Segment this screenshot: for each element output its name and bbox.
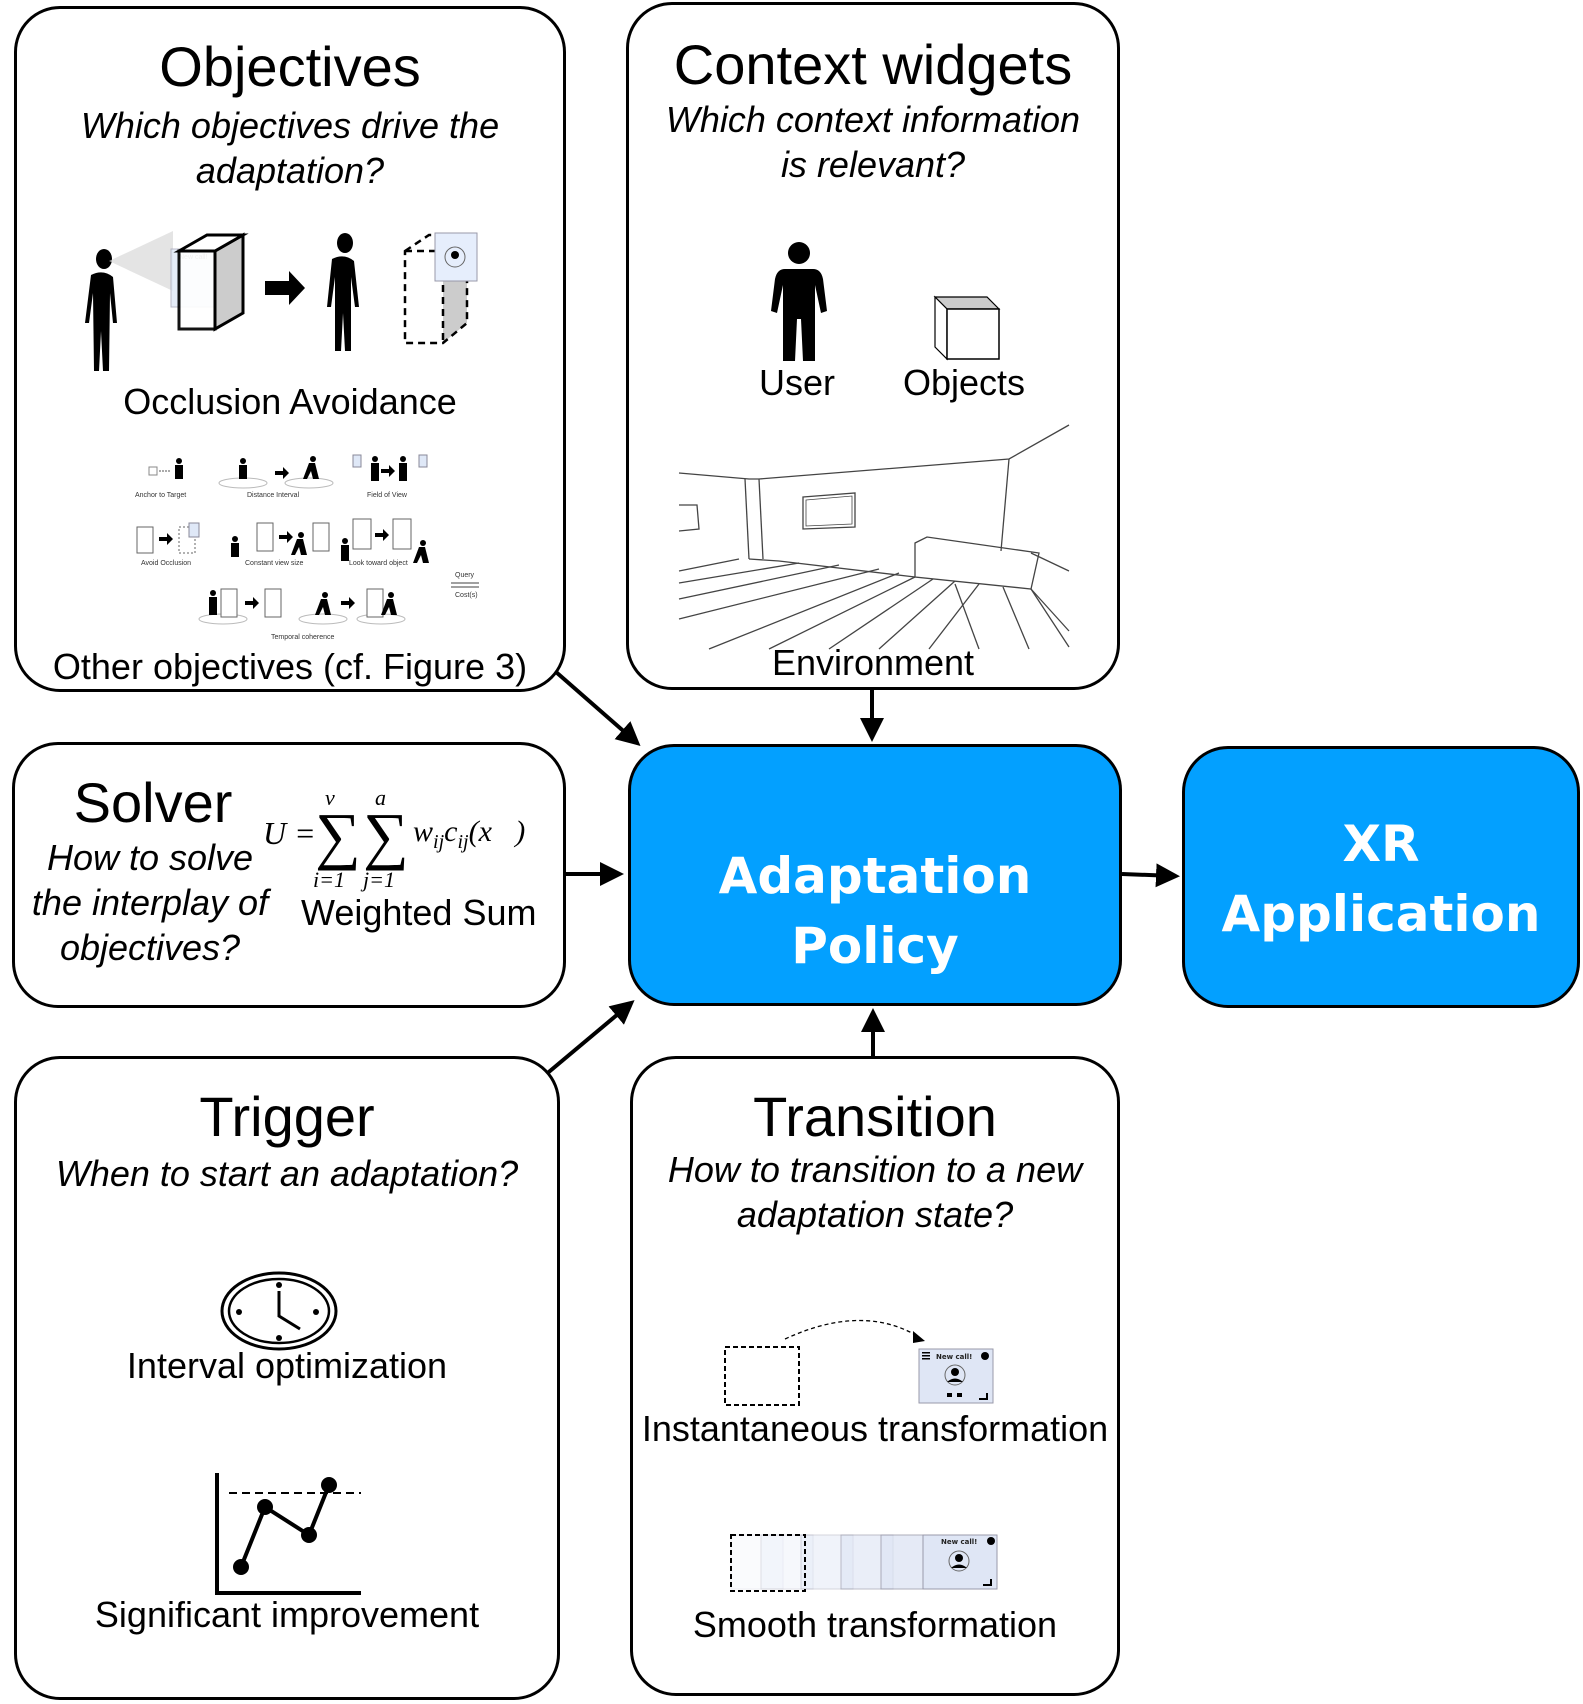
context-widgets-title: Context widgets [673, 33, 1073, 96]
person-icon [85, 249, 117, 371]
placeholder-dashed-box [724, 1346, 800, 1406]
box-dashed-icon [403, 232, 478, 345]
svg-text:Query: Query [455, 572, 475, 579]
arrow-right-icon [265, 271, 305, 305]
xr-application-title: XR Application [1221, 815, 1541, 943]
user-icon [771, 242, 827, 361]
placeholder-dashed-box [730, 1534, 806, 1592]
svg-text:Temporal coherence: Temporal coherence [271, 634, 335, 641]
objects-label: Objects [903, 362, 1026, 403]
arrow-policy-to-xr [1121, 863, 1180, 888]
svg-text:New call!: New call! [936, 1353, 972, 1361]
interval-optimization-label: Interval optimization [126, 1345, 448, 1386]
query-cost-legend: Query Cost(s) [451, 572, 479, 599]
view-cone [109, 231, 173, 291]
xr-application-node: XR Application [1182, 746, 1580, 1008]
user-label: User [759, 362, 836, 403]
clock-icon [220, 1271, 338, 1351]
svg-text:Cost(s): Cost(s) [455, 592, 478, 599]
environment-room-sketch [678, 424, 1070, 650]
context-widgets-question: Which context information is relevant? [665, 99, 1081, 185]
constant-view-size-thumb: Constant view size [231, 522, 330, 567]
environment-label: Environment [771, 642, 975, 683]
svg-text:Constant view size: Constant view size [245, 560, 303, 567]
smooth-transformation-illustration: New call! [730, 1534, 998, 1592]
significant-improvement-chart-icon [215, 1473, 361, 1595]
other-objectives-figure: Anchor to Target Distance Interval Field… [135, 454, 479, 641]
temporal-coherence-thumb: Temporal coherence [198, 588, 406, 641]
adaptation-policy-node: Adaptation Policy [628, 744, 1122, 1006]
weighted-sum-formula: U = v ∑ i=1 a ∑ j=1 wijcij(x⃗) [263, 785, 526, 892]
sigma-symbol: ∑ [363, 800, 409, 871]
anchor-to-target-thumb: Anchor to Target [135, 458, 186, 499]
svg-text:Avoid Occlusion: Avoid Occlusion [141, 560, 191, 567]
sigma-symbol: ∑ [315, 800, 361, 871]
svg-text:Anchor to Target: Anchor to Target [135, 492, 186, 499]
solver-title: Solver [73, 771, 233, 834]
objects-cube-icon [933, 295, 1001, 361]
smooth-transformation-label: Smooth transformation [692, 1604, 1058, 1645]
distance-interval-thumb: Distance Interval [218, 456, 334, 499]
occlusion-avoidance-label: Occlusion Avoidance [123, 381, 457, 422]
occlusion-avoidance-illustration: New call! [85, 231, 478, 371]
objectives-title: Objectives [159, 35, 421, 98]
other-objectives-label: Other objectives (cf. Figure 3) [52, 646, 528, 687]
call-widget-icon: New call! [922, 1534, 998, 1590]
avoid-occlusion-thumb: Avoid Occlusion [136, 522, 200, 567]
significant-improvement-label: Significant improvement [94, 1594, 480, 1635]
box-occluder-icon [173, 232, 249, 332]
arrow-objectives-to-policy [554, 670, 641, 746]
objectives-question: Which objectives drive the adaptation? [80, 105, 500, 191]
adaptation-policy-title: Adaptation Policy [718, 847, 1032, 975]
instantaneous-transformation-illustration: New call! [724, 1319, 994, 1406]
weighted-sum-label: Weighted Sum [301, 892, 537, 933]
transition-title: Transition [753, 1085, 997, 1148]
context-widgets-panel: Context widgets Which context informatio… [626, 2, 1120, 690]
trigger-panel: Trigger When to start an adaptation? Int… [14, 1056, 560, 1700]
transition-question: How to transition to a new adaptation st… [667, 1149, 1083, 1235]
trigger-title: Trigger [199, 1085, 375, 1148]
svg-text:Distance Interval: Distance Interval [247, 492, 300, 499]
svg-text:New call!: New call! [941, 1538, 977, 1546]
svg-text:Field of View: Field of View [367, 492, 408, 499]
svg-text:Look toward object: Look toward object [349, 560, 408, 567]
solver-question: How to solve the interplay of objectives… [31, 837, 269, 968]
field-of-view-thumb: Field of View [352, 454, 428, 499]
look-toward-object-thumb: Look toward object [341, 518, 429, 567]
solver-panel: Solver How to solve the interplay of obj… [12, 742, 566, 1008]
objectives-panel: Objectives Which objectives drive the ad… [14, 6, 566, 692]
person-icon [327, 233, 359, 351]
transition-panel: Transition How to transition to a new ad… [630, 1056, 1120, 1696]
arrow-trigger-to-policy [542, 1000, 635, 1078]
call-widget-icon: New call! [918, 1348, 994, 1404]
trigger-question: When to start an adaptation? [55, 1153, 519, 1194]
instantaneous-transformation-label: Instantaneous transformation [641, 1408, 1109, 1449]
